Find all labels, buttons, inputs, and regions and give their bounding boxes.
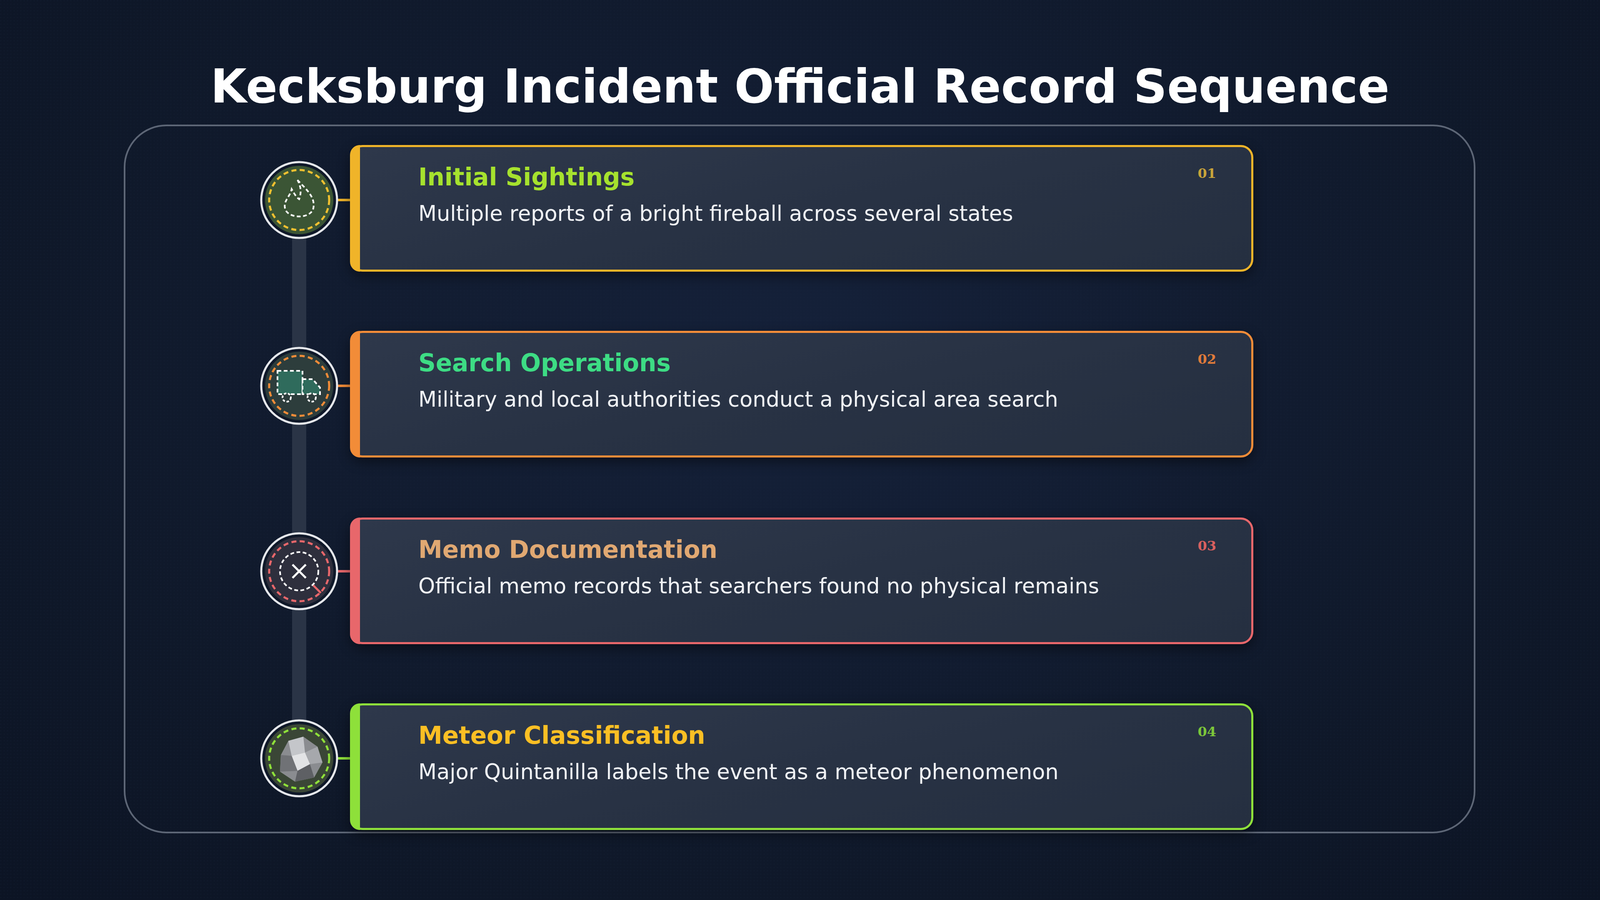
card-description: Official memo records that searchers fou… (418, 572, 1193, 600)
card-heading: Search Operations (418, 347, 1193, 379)
outer-panel (124, 125, 1475, 833)
timeline-card: Search OperationsMilitary and local auth… (350, 330, 1254, 458)
truck-icon (261, 347, 338, 424)
timeline-card: Memo DocumentationOfficial memo records … (350, 517, 1254, 645)
timeline-card: Meteor ClassificationMajor Quintanilla l… (350, 703, 1254, 830)
flame-icon (261, 162, 338, 238)
accent-bar (350, 330, 360, 458)
no-remains-icon (261, 533, 338, 610)
card-description: Multiple reports of a bright fireball ac… (418, 200, 1193, 228)
accent-bar (350, 517, 360, 645)
timeline-track (292, 200, 307, 759)
card-description: Military and local authorities conduct a… (418, 385, 1193, 414)
step-number: 02 (1197, 351, 1217, 368)
step-number: 04 (1197, 723, 1217, 740)
step-number: 01 (1197, 165, 1217, 182)
accent-bar (350, 145, 360, 272)
card-heading: Meteor Classification (418, 720, 1193, 751)
timeline-card: Initial SightingsMultiple reports of a b… (350, 145, 1254, 272)
step-number: 03 (1197, 537, 1217, 554)
card-heading: Initial Sightings (418, 162, 1193, 193)
card-description: Major Quintanilla labels the event as a … (418, 758, 1193, 786)
accent-bar (350, 703, 360, 830)
meteor-rock-icon (261, 720, 338, 797)
card-heading: Memo Documentation (418, 534, 1193, 565)
diagram-title: Kecksburg Incident Official Record Seque… (0, 58, 1600, 115)
